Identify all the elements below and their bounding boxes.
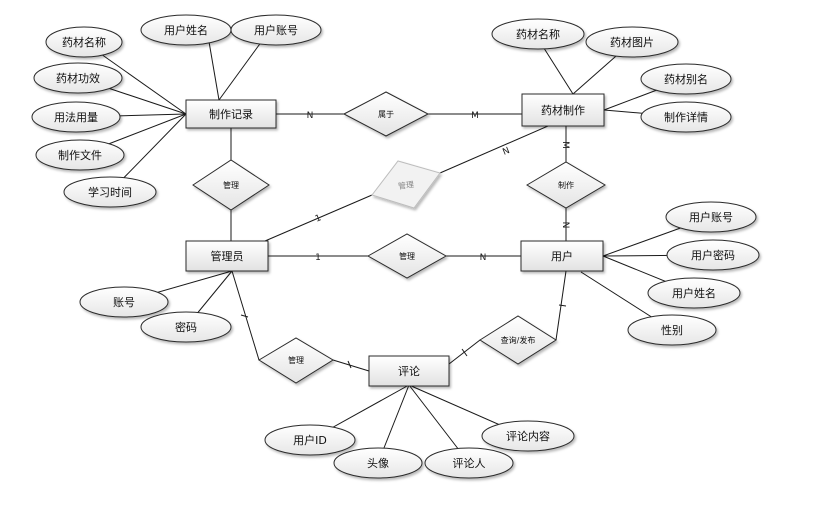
attribute-yaocai-mingcheng-2: 药材名称 xyxy=(491,18,585,50)
attribute-yongfa-yongliang: 用法用量 xyxy=(31,101,121,133)
relationship-guanli-4: 管理 xyxy=(258,337,334,384)
entity-label: 管理员 xyxy=(211,249,244,263)
attribute-touxiang: 头像 xyxy=(333,447,423,479)
attribute-label: 药材图片 xyxy=(610,35,654,49)
cardinality-label: M xyxy=(471,111,479,121)
cardinality-label: 1 xyxy=(314,213,323,224)
attribute-yaocai-tupian: 药材图片 xyxy=(585,26,679,58)
attribute-label: 药材功效 xyxy=(56,71,100,85)
entities: 制作记录 药材制作 管理员 用户 评论 xyxy=(185,93,605,387)
cardinality-label: N xyxy=(501,146,511,158)
relationship-label: 管理 xyxy=(288,355,304,365)
edge-guanli4-pinglun xyxy=(332,359,370,372)
relationship-label: 管理 xyxy=(223,180,239,190)
attribute-label: 学习时间 xyxy=(88,185,132,199)
relationship-label: 属于 xyxy=(378,110,394,119)
attribute-label: 性别 xyxy=(661,323,683,337)
relationship-guanli-1: 管理 xyxy=(192,159,270,211)
entity-pinglun: 评论 xyxy=(368,355,450,387)
entity-yonghu: 用户 xyxy=(520,240,604,272)
attribute-yaocai-mingcheng-1: 药材名称 xyxy=(45,26,123,58)
cardinality-labels: N M N 1 M N 1 N xyxy=(307,111,570,263)
attribute-label: 用户姓名 xyxy=(672,286,716,300)
attribute-yonghu-xingming-1: 用户姓名 xyxy=(140,14,232,46)
attribute-label: 评论人 xyxy=(453,456,486,470)
attribute-yonghu-xingming-2: 用户姓名 xyxy=(647,277,741,309)
cardinality-label: M xyxy=(560,141,570,149)
attribute-label: 用户姓名 xyxy=(164,23,208,37)
attribute-label: 账号 xyxy=(113,296,135,309)
attribute-label: 用法用量 xyxy=(54,110,98,124)
entity-label: 制作记录 xyxy=(209,108,253,121)
attribute-yonghu-id: 用户ID xyxy=(264,424,356,456)
attribute-yonghu-zhanghao-1: 用户账号 xyxy=(230,14,322,46)
attribute-xuexi-shijian: 学习时间 xyxy=(63,176,157,208)
attribute-label: 评论内容 xyxy=(506,429,550,443)
edge-guanliyuan-guanli2 xyxy=(264,194,373,242)
attribute-yonghu-mima: 用户密码 xyxy=(666,239,760,271)
attribute-label: 头像 xyxy=(367,457,389,470)
attribute-pinglun-neirong: 评论内容 xyxy=(481,420,575,452)
relationship-shuyu: 属于 xyxy=(342,91,430,137)
attribute-xingbie: 性别 xyxy=(627,314,717,346)
entity-label: 评论 xyxy=(398,364,420,378)
attribute-label: 制作详情 xyxy=(664,110,708,124)
tick-mark xyxy=(347,360,352,369)
relationship-label: 制作 xyxy=(558,180,574,190)
tick-mark xyxy=(558,304,567,307)
edge-guanli2-yaocaizhizuo xyxy=(439,125,549,174)
attribute-label: 药材名称 xyxy=(516,27,560,41)
attribute-label: 用户密码 xyxy=(691,248,735,262)
entity-yaocaizhizuo: 药材制作 xyxy=(521,93,605,127)
relationships: 属于 管理 管理 管理 制作 管理 查询/发布 xyxy=(192,91,606,384)
attribute-yonghu-zhanghao-2: 用户账号 xyxy=(665,201,757,233)
attribute-label: 用户账号 xyxy=(689,210,733,224)
entity-guanliyuan: 管理员 xyxy=(185,240,269,272)
attribute-label: 药材名称 xyxy=(62,35,106,49)
attributes: 药材名称 用户姓名 用户账号 药材功效 用法用量 制作文件 学习时间 药材名 xyxy=(31,14,760,479)
cardinality-label: N xyxy=(560,222,570,229)
attribute-label: 密码 xyxy=(175,320,197,334)
attribute-yaocai-bieming: 药材别名 xyxy=(640,63,732,95)
attribute-zhanghao: 账号 xyxy=(79,286,169,318)
entity-zhizuojilu: 制作记录 xyxy=(185,99,277,129)
attribute-zhizuo-wenjian: 制作文件 xyxy=(35,139,125,171)
cardinality-label: N xyxy=(307,111,314,121)
attribute-yaocai-gongxiao: 药材功效 xyxy=(33,62,123,94)
attribute-label: 制作文件 xyxy=(58,148,102,162)
attribute-mima: 密码 xyxy=(140,311,232,343)
relationship-label: 查询/发布 xyxy=(501,335,536,345)
cardinality-label: 1 xyxy=(315,253,321,263)
relationship-guanli-3: 管理 xyxy=(366,233,448,279)
relationship-label: 管理 xyxy=(397,179,414,191)
relationship-label: 管理 xyxy=(399,251,415,261)
cardinality-label: N xyxy=(480,253,487,263)
entity-label: 药材制作 xyxy=(541,103,585,117)
tick-mark xyxy=(240,314,249,318)
relationship-guanli-2: 管理 xyxy=(371,160,441,209)
attribute-label: 用户ID xyxy=(293,433,327,447)
relationship-zhizuo: 制作 xyxy=(526,161,606,209)
relationship-chaxun-fabu: 查询/发布 xyxy=(479,315,557,365)
attribute-zhizuo-xiangqing: 制作详情 xyxy=(640,101,732,133)
edge-guanliyuan-guanli4 xyxy=(231,270,260,361)
entity-label: 用户 xyxy=(551,249,573,263)
cardinality-ticks xyxy=(240,304,567,369)
tick-mark xyxy=(461,348,468,357)
attribute-pinglunren: 评论人 xyxy=(424,447,514,479)
attribute-label: 用户账号 xyxy=(254,23,298,37)
attribute-label: 药材别名 xyxy=(664,72,708,86)
